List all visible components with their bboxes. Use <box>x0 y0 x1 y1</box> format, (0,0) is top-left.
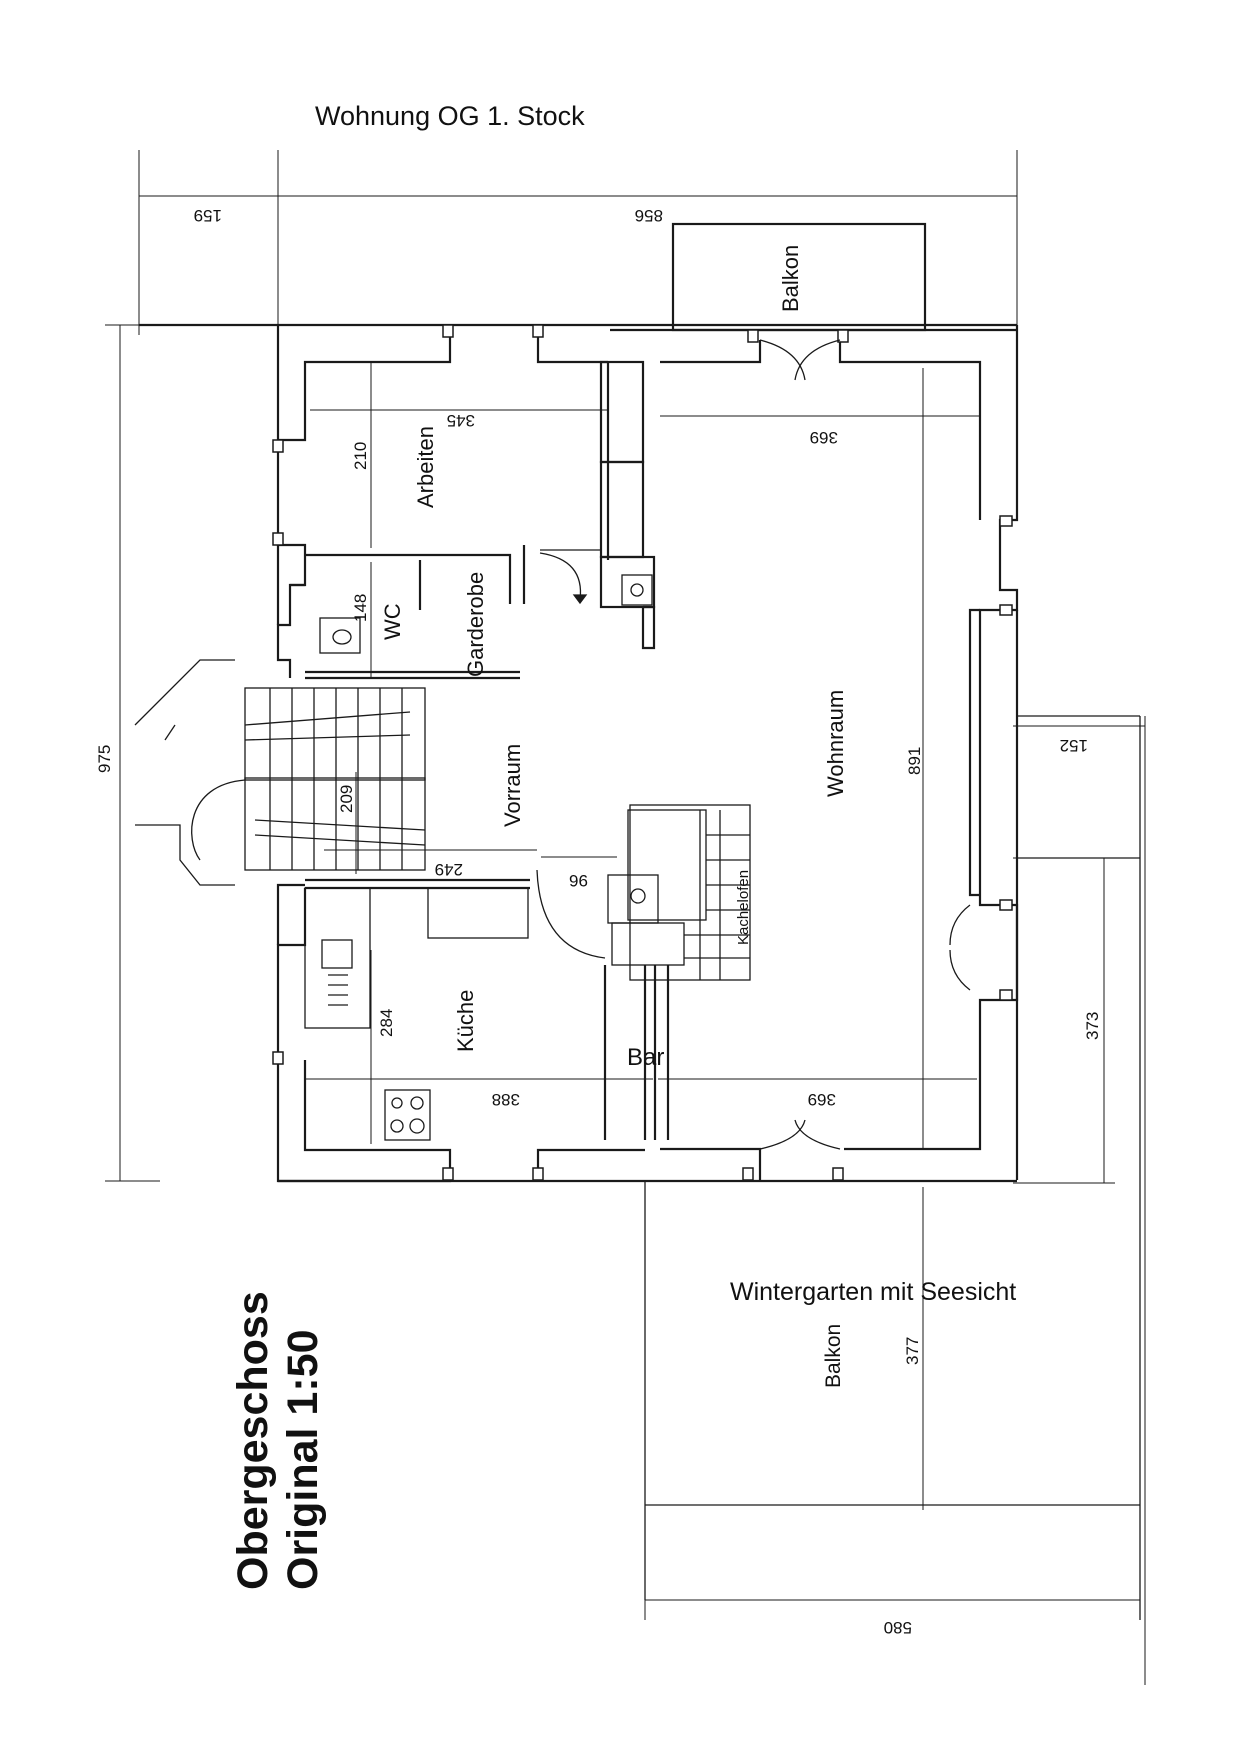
dim-891: 891 <box>905 747 924 775</box>
room-arbeiten: Arbeiten <box>413 426 438 508</box>
dim-210: 210 <box>351 442 370 470</box>
dim-580: 580 <box>884 1618 912 1637</box>
sink-icon <box>321 939 353 969</box>
doors <box>536 339 971 1150</box>
dim-856: 856 <box>635 206 663 225</box>
dimension-lines <box>105 150 1146 1685</box>
room-wintergarten: Wintergarten mit Seesicht <box>730 1278 1016 1306</box>
stamp-line2: Original 1:50 <box>279 1330 327 1590</box>
dim-369-top: 369 <box>810 428 838 447</box>
cooktop-icon <box>384 1089 431 1141</box>
dim-369-bottom: 369 <box>808 1090 836 1109</box>
dim-373: 373 <box>1083 1012 1102 1040</box>
dim-209: 209 <box>337 785 356 813</box>
stove-icon <box>621 574 653 606</box>
kachelofen-icon <box>607 804 751 981</box>
dim-975: 975 <box>95 745 114 773</box>
room-vorraum: Vorraum <box>500 744 525 827</box>
room-garderobe: Garderobe <box>463 572 488 677</box>
wall-columns <box>272 324 1013 1181</box>
interior-walls <box>305 360 980 1140</box>
room-wc: WC <box>380 603 405 640</box>
dim-152: 152 <box>1060 736 1088 755</box>
room-wohnraum: Wohnraum <box>823 690 848 797</box>
dim-377: 377 <box>903 1337 922 1365</box>
toilet-icon <box>319 617 361 654</box>
dim-284: 284 <box>377 1009 396 1037</box>
dim-159: 159 <box>194 206 222 225</box>
walls <box>139 222 1019 1183</box>
stairs <box>134 659 426 886</box>
room-bar: Bar <box>627 1044 664 1071</box>
dim-148: 148 <box>351 594 370 622</box>
page-title: Wohnung OG 1. Stock <box>315 101 585 131</box>
room-balkon-top: Balkon <box>778 245 803 312</box>
wintergarten-outline <box>644 715 1141 1620</box>
dim-249: 249 <box>435 860 463 879</box>
dim-96: 96 <box>569 871 588 890</box>
stamp-line1: Obergeschoss <box>229 1291 277 1590</box>
room-kachelofen: Kachelofen <box>735 870 752 945</box>
dim-345: 345 <box>447 411 475 430</box>
room-balkon-bottom: Balkon <box>822 1324 845 1388</box>
fixtures <box>304 574 751 1141</box>
room-kueche: Küche <box>453 990 478 1052</box>
dim-388: 388 <box>492 1090 520 1109</box>
stamp-label: Obergeschoss Original 1:50 <box>229 1291 327 1590</box>
